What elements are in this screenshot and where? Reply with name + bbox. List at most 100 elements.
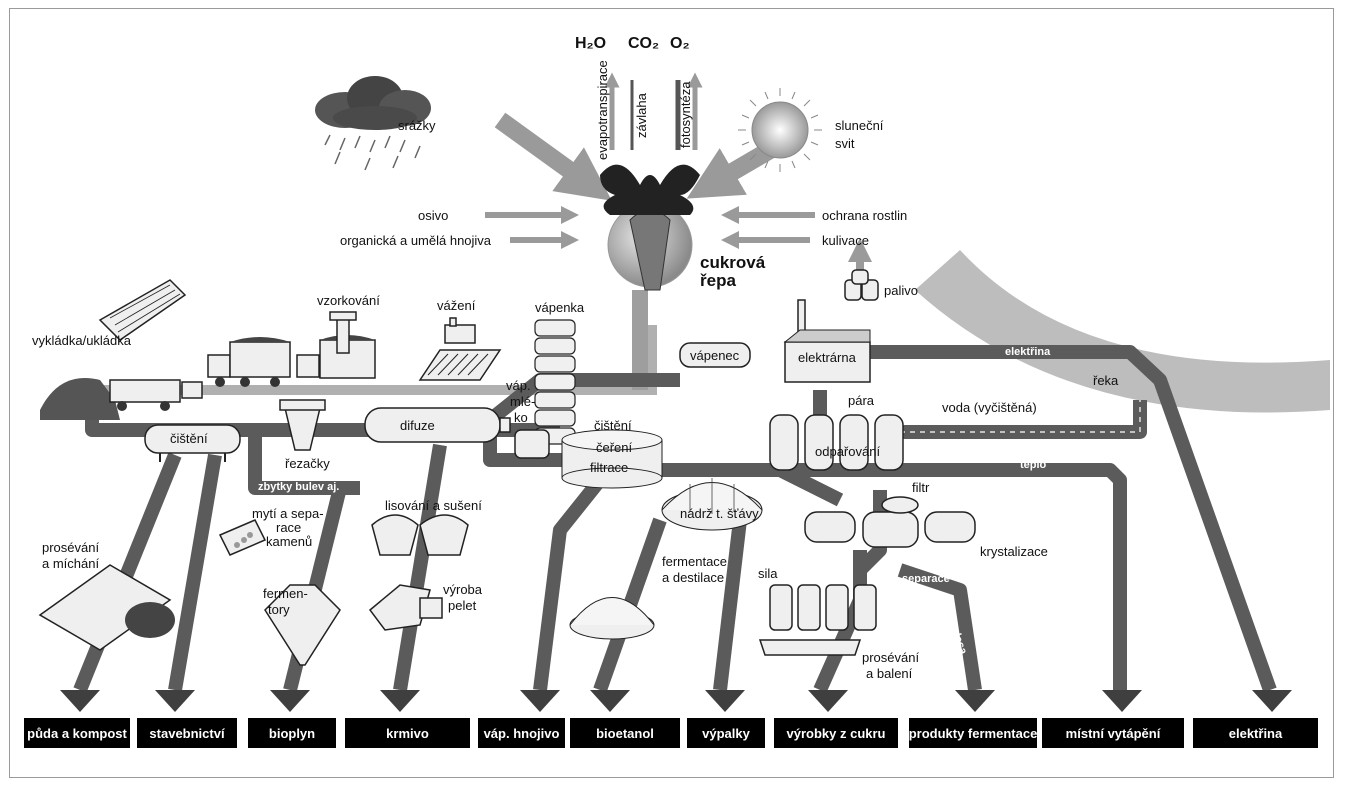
beet-to-process-band (632, 290, 648, 390)
elektrina-pipe-label: elektřina (1005, 346, 1051, 358)
output-arrowhead (155, 690, 195, 712)
output-arrowhead (1102, 690, 1142, 712)
kulivace-label: kulivace (822, 233, 869, 248)
sila-label: sila (758, 566, 778, 581)
output-arrowhead (380, 690, 420, 712)
ethanol-tank-icon (569, 597, 655, 640)
vykladka-label: vykládka/ukládka (32, 333, 132, 348)
elektrarna-label: elektrárna (798, 350, 857, 365)
output-label: místní vytápění (1066, 726, 1161, 741)
myti-line2: race (276, 520, 301, 535)
myti-line1: mytí a sepa- (252, 506, 324, 521)
filtrace-label: filtrace (590, 460, 628, 475)
sampling-station-icon (296, 311, 376, 379)
sieving-drum-icon (38, 564, 175, 651)
unloading-truck-icon (40, 279, 203, 420)
lime-kiln-icon (534, 319, 576, 445)
prosevani-right-line2: a balení (866, 666, 913, 681)
output-bar (248, 718, 336, 748)
reka-label: řeka (1093, 373, 1119, 388)
output-bar (774, 718, 898, 748)
myti-line3: kamenů (266, 534, 312, 549)
output-bar (570, 718, 680, 748)
input-arrows (485, 72, 872, 270)
output-label: krmivo (386, 726, 429, 741)
output-arrowhead (705, 690, 745, 712)
output-bar (137, 718, 237, 748)
output-label: bioetanol (596, 726, 654, 741)
vzorkovani-label: vzorkování (317, 293, 380, 308)
output-arrowhead (1252, 690, 1292, 712)
vap-mleko-line1: váp. (506, 378, 531, 393)
output-label: výrobky z cukru (787, 726, 886, 741)
output-bar (909, 718, 1037, 748)
zavlaha-label: závlaha (634, 92, 649, 138)
output-arrowhead (270, 690, 310, 712)
prosevani-left-line1: prosévání (42, 540, 99, 555)
vapenec-label: vápenec (690, 348, 740, 363)
output-label: elektřina (1229, 726, 1283, 741)
beet-label-line1: cukrová (700, 253, 766, 272)
vyroba-pelet-line2: pelet (448, 598, 477, 613)
sugar-beet-icon (600, 164, 700, 291)
output-arrowhead (590, 690, 630, 712)
output-label: stavebnictví (149, 726, 225, 741)
truck-icon (207, 337, 291, 387)
output-bar (478, 718, 565, 748)
juice-tank-icon (661, 478, 763, 531)
clarifier-icon (561, 429, 663, 489)
output-label: výpalky (702, 726, 750, 741)
output-label: půda a kompost (27, 726, 127, 741)
output-label: váp. hnojivo (484, 726, 560, 741)
separace-label: separace (902, 573, 950, 585)
labels: H₂O CO₂ O₂ evapotranspirace závlaha foto… (32, 35, 1119, 681)
output-bar (1042, 718, 1184, 748)
palivo-label: palivo (884, 283, 918, 298)
slicer-icon (279, 399, 326, 451)
vazeni-label: vážení (437, 298, 476, 313)
co2-label: CO₂ (628, 35, 659, 52)
ochrana-label: ochrana rostlin (822, 208, 907, 223)
fermentace-line2: a destilace (662, 570, 724, 585)
output-bar (24, 718, 130, 748)
fermenter-icon (264, 584, 341, 666)
teplo-label: teplo (1020, 459, 1047, 471)
output-label: bioplyn (269, 726, 315, 741)
vapenka-label: vápenka (535, 300, 585, 315)
cereni-label: čeření (596, 440, 633, 455)
dryer-icon (371, 514, 469, 556)
lime-milk-tank-icon (514, 429, 550, 459)
voda-label: voda (vyčištěná) (942, 400, 1037, 415)
o2-label: O₂ (670, 35, 690, 52)
beet-label-line2: řepa (700, 271, 736, 290)
hnojiva-label: organická a umělá hnojiva (340, 233, 492, 248)
krystalizace-label: krystalizace (980, 544, 1048, 559)
pellet-machine-icon (368, 584, 443, 631)
svit-label: svit (835, 136, 855, 151)
vyroba-pelet-line1: výroba (443, 582, 483, 597)
filtr-label: filtr (912, 480, 930, 495)
sun-icon (738, 88, 822, 172)
stone-separator-icon (218, 519, 267, 556)
vap-mleko-line2: mlé- (510, 394, 535, 409)
river-band (915, 250, 1330, 413)
diffuser-icon (364, 407, 511, 443)
output-arrowhead (60, 690, 100, 712)
nadrz-label: nádrž t. šťávy (680, 506, 759, 521)
output-arrowhead (955, 690, 995, 712)
fuel-tanks-icon (844, 269, 879, 301)
lisovani-label: lisování a sušení (385, 498, 482, 513)
osivo-label: osivo (418, 208, 448, 223)
limestone-tank-icon (679, 342, 751, 368)
odparovani-label: odpařování (815, 444, 880, 459)
zbytky-label: zbytky bulev aj. (258, 481, 339, 493)
silo-icon (758, 584, 877, 656)
output-label: produkty fermentace (909, 726, 1038, 741)
fermentace-line1: fermentace (662, 554, 727, 569)
output-bar (345, 718, 470, 748)
cisteni-left-label: čištění (170, 431, 208, 446)
output-bar (1193, 718, 1318, 748)
srazky-label: srážky (398, 118, 436, 133)
washing-drum-icon (144, 424, 241, 462)
